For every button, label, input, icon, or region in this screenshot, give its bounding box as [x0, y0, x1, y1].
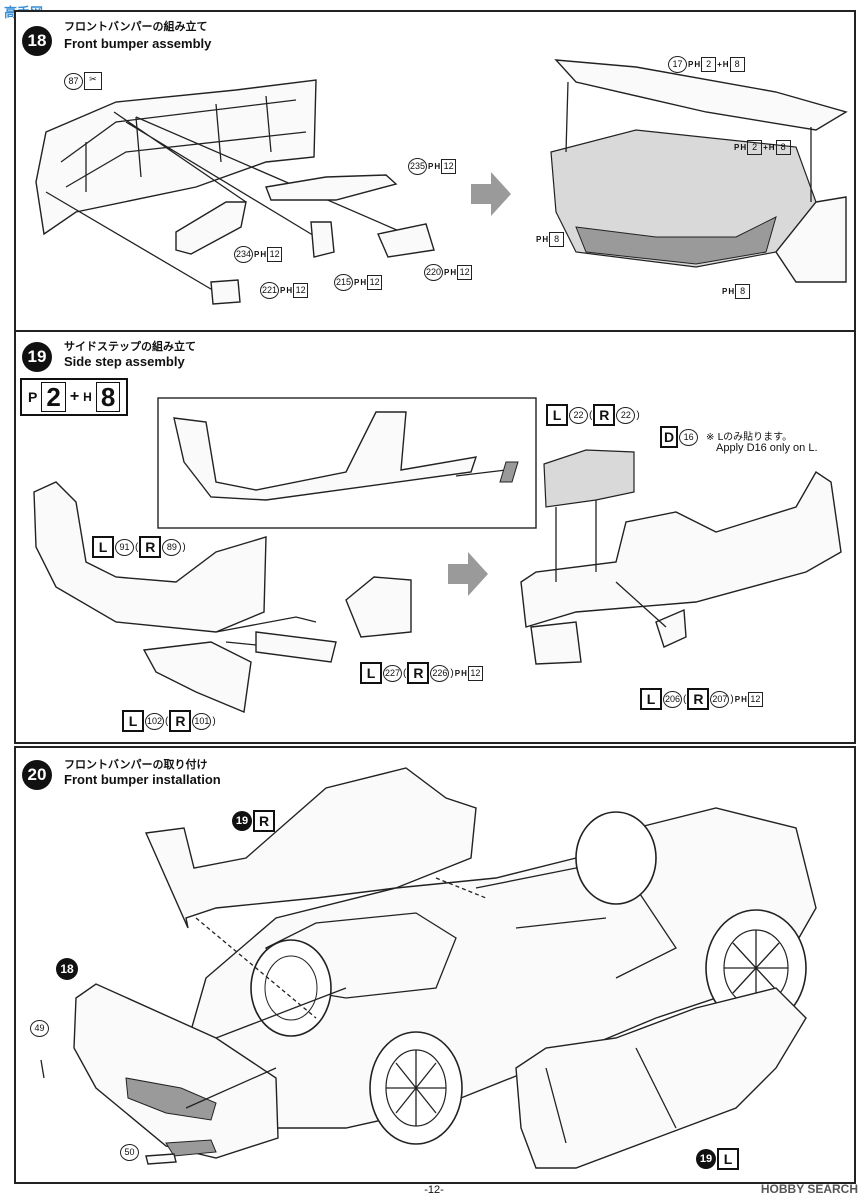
- step-20-illustration: [40, 767, 817, 1169]
- step-19-illustration: [33, 397, 842, 713]
- decal-note-jp: ※ Lのみ貼ります。: [706, 432, 793, 443]
- step-20-panel: 20 フロントバンパーの取り付け Front bumper installati…: [14, 746, 856, 1184]
- paint-mix-box: P 2 + H 8: [20, 378, 129, 416]
- step-19-title-en: Side step assembly: [64, 354, 185, 369]
- step-19R-reference: 19 R: [232, 810, 275, 832]
- part-49-label: 49: [30, 1020, 49, 1037]
- step-18-badge: 18: [22, 26, 52, 56]
- step-18-reference: 18: [56, 958, 78, 980]
- knife-icon: ✂: [84, 72, 102, 90]
- part-50-label: 50: [120, 1144, 139, 1161]
- step-18-illustration: [35, 59, 848, 305]
- step-20-title-jp: フロントバンパーの取り付け: [64, 758, 208, 771]
- step-20-badge: 20: [22, 760, 52, 790]
- step-19-title-jp: サイドステップの組み立て: [64, 340, 196, 353]
- decal-note-en: Apply D16 only on L.: [716, 442, 818, 454]
- step-18-title-jp: フロントバンパーの組み立て: [64, 20, 208, 33]
- step-19-badge: 19: [22, 342, 52, 372]
- part-87-label: 87 ✂: [64, 72, 102, 90]
- step-18-panel: 18 フロントバンパーの組み立て Front bumper assembly 8…: [14, 10, 856, 332]
- step-20-title-en: Front bumper installation: [64, 772, 221, 787]
- watermark-logo-bottom: HOBBY SEARCH: [760, 1182, 858, 1196]
- step-19-panel: 19 サイドステップの組み立て Side step assembly P 2 +…: [14, 330, 856, 744]
- step-19L-reference: 19 L: [696, 1148, 739, 1170]
- page-number: -12-: [424, 1184, 444, 1196]
- step-18-title-en: Front bumper assembly: [64, 36, 212, 51]
